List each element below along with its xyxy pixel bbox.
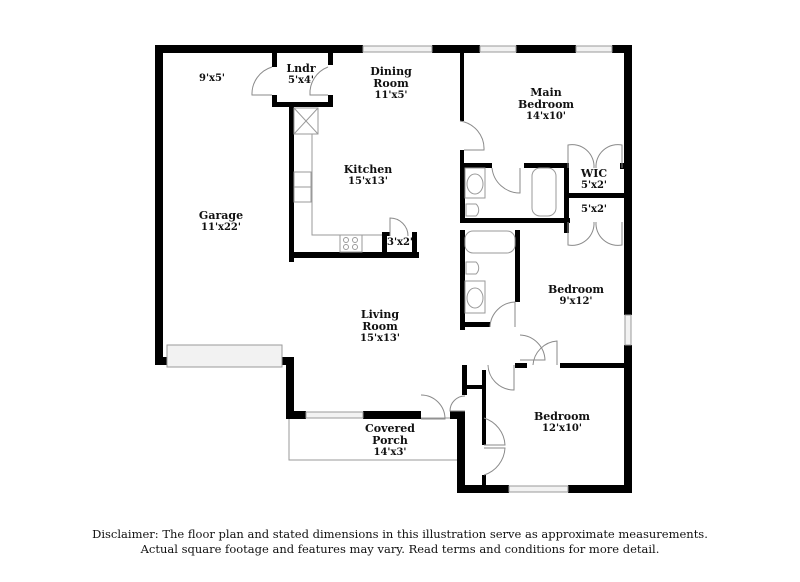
disclaimer-line2: Actual square footage and features may v…: [140, 542, 660, 556]
bedroom2-label: Bedroom 9'x12': [548, 284, 604, 308]
laundry-name: Lndr: [286, 62, 316, 75]
main-bedroom-name-line1: Main: [530, 86, 562, 99]
windows: [166, 45, 632, 493]
wic-name: WIC: [580, 167, 608, 180]
main-bedroom-label: Main Bedroom 14'x10': [518, 87, 574, 123]
door-swings: [251, 66, 623, 476]
bedroom2-name: Bedroom: [547, 283, 605, 296]
dining-room-dimensions: 11'x5': [374, 90, 408, 101]
living-room-name-line1: Living: [360, 308, 400, 321]
garage-storage-dimensions: 9'x5': [198, 73, 226, 84]
laundry-dimensions: 5'x4': [287, 75, 314, 86]
wic-dimensions: 5'x2': [580, 180, 608, 191]
garage-name: Garage: [198, 209, 244, 222]
bedroom3-label: Bedroom 12'x10': [534, 411, 590, 435]
covered-porch-dimensions: 14'x3': [373, 447, 407, 458]
garage-label: Garage 11'x22': [199, 210, 243, 234]
covered-porch-name-line2: Porch: [372, 434, 408, 447]
dining-room-name-line2: Room: [373, 77, 409, 90]
dining-room-label: Dining Room 11'x5': [370, 66, 412, 102]
bedroom3-name: Bedroom: [533, 410, 591, 423]
laundry-label: Lndr 5'x4': [286, 63, 315, 87]
pantry-dimensions: 3'x2': [386, 237, 414, 248]
garage-dimensions: 11'x22': [201, 222, 241, 233]
main-bedroom-dimensions: 14'x10': [526, 111, 566, 122]
living-room-dimensions: 15'x13': [360, 333, 400, 344]
disclaimer: Disclaimer: The floor plan and stated di…: [0, 527, 800, 557]
wic-label: WIC 5'x2': [581, 168, 607, 192]
covered-porch-name-line1: Covered: [365, 422, 415, 435]
living-room-name-line2: Room: [362, 320, 398, 333]
main-bedroom-name-line2: Bedroom: [517, 98, 575, 111]
garage-storage-label: 9'x5': [199, 73, 225, 85]
bedroom2-dimensions: 9'x12': [559, 296, 593, 307]
fixtures: [293, 107, 557, 314]
bedroom2-closet-dimensions: 5'x2': [580, 204, 608, 215]
disclaimer-line1: Disclaimer: The floor plan and stated di…: [92, 527, 708, 541]
interior-walls: [272, 53, 628, 489]
living-room-label: Living Room 15'x13': [360, 309, 400, 345]
bedroom3-dimensions: 12'x10': [542, 423, 582, 434]
kitchen-dimensions: 15'x13': [348, 176, 388, 187]
kitchen-label: Kitchen 15'x13': [344, 164, 393, 188]
covered-porch-label: Covered Porch 14'x3': [365, 423, 415, 459]
kitchen-name: Kitchen: [343, 163, 393, 176]
bedroom2-closet-label: 5'x2': [581, 204, 607, 216]
pantry-label: 3'x2': [387, 237, 413, 249]
dining-room-name-line1: Dining: [370, 65, 412, 78]
